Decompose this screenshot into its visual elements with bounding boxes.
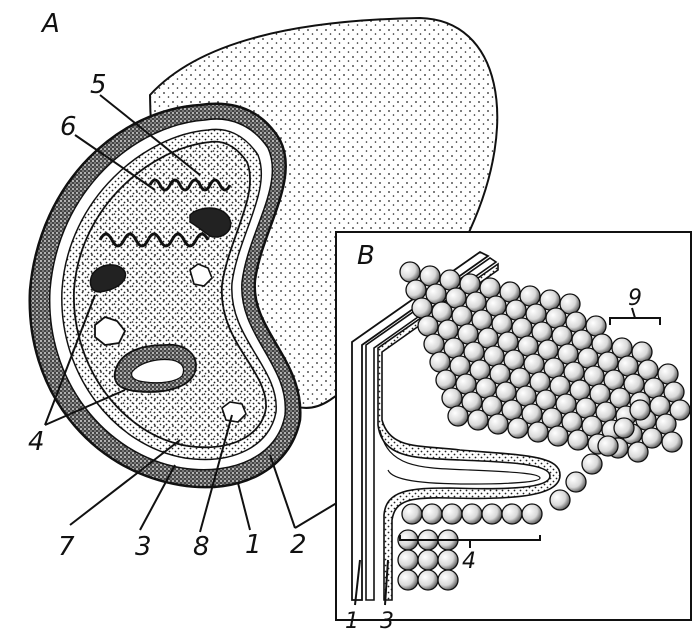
ribosome-sphere <box>438 550 458 570</box>
ribosome-sphere <box>436 370 456 390</box>
ribosome-sphere <box>614 418 634 438</box>
label-a-4: 4 <box>28 427 45 457</box>
label-b-9: 9 <box>628 286 642 311</box>
label-b-4: 4 <box>462 549 476 574</box>
ribosome-sphere <box>438 570 458 590</box>
ribosome-sphere <box>422 504 442 524</box>
ribosome-sphere <box>566 472 586 492</box>
label-a-5: 5 <box>90 70 107 100</box>
panel-a-label: A <box>40 9 60 39</box>
label-a-8: 8 <box>193 532 210 562</box>
ribosome-sphere <box>442 504 462 524</box>
ribosome-sphere <box>418 570 438 590</box>
ribosome-sphere <box>406 280 426 300</box>
ribosome-sphere <box>412 298 432 318</box>
ribosome-sphere <box>398 550 418 570</box>
ribosome-sphere <box>522 504 542 524</box>
label-a-7: 7 <box>58 532 75 562</box>
label-b-3: 3 <box>380 609 394 633</box>
ribosome-sphere <box>550 490 570 510</box>
ribosome-sphere <box>418 550 438 570</box>
label-a-3: 3 <box>135 532 152 562</box>
ribosome-sphere <box>568 430 588 450</box>
label-b-1: 1 <box>345 609 359 633</box>
label-a-6: 6 <box>60 112 77 142</box>
ribosome-sphere <box>482 504 502 524</box>
ribosome-sphere <box>598 436 618 456</box>
ribosome-sphere <box>400 262 420 282</box>
ribosome-sphere <box>442 388 462 408</box>
ribosome-sphere <box>402 504 422 524</box>
ribosome-sphere <box>424 334 444 354</box>
panel-b-label: B <box>357 241 375 271</box>
ribosome-sphere <box>630 400 650 420</box>
ribosome-sphere <box>448 406 468 426</box>
ribosome-sphere <box>488 414 508 434</box>
ribosome-sphere <box>582 454 602 474</box>
ribosome-sphere <box>548 426 568 446</box>
label-a-2: 2 <box>290 530 307 560</box>
ribosome-sphere <box>398 570 418 590</box>
ribosome-sphere <box>528 422 548 442</box>
panel-b: B 9 4 1 3 <box>336 232 691 633</box>
ribosome-sphere <box>418 316 438 336</box>
ribosome-sphere <box>508 418 528 438</box>
ribosome-sphere <box>468 410 488 430</box>
label-a-1: 1 <box>245 530 262 560</box>
ribosome-sphere <box>430 352 450 372</box>
ribosome-sphere <box>628 442 648 462</box>
ribosome-sphere <box>462 504 482 524</box>
ribosome-sphere <box>502 504 522 524</box>
ribosome-sphere <box>662 432 682 452</box>
